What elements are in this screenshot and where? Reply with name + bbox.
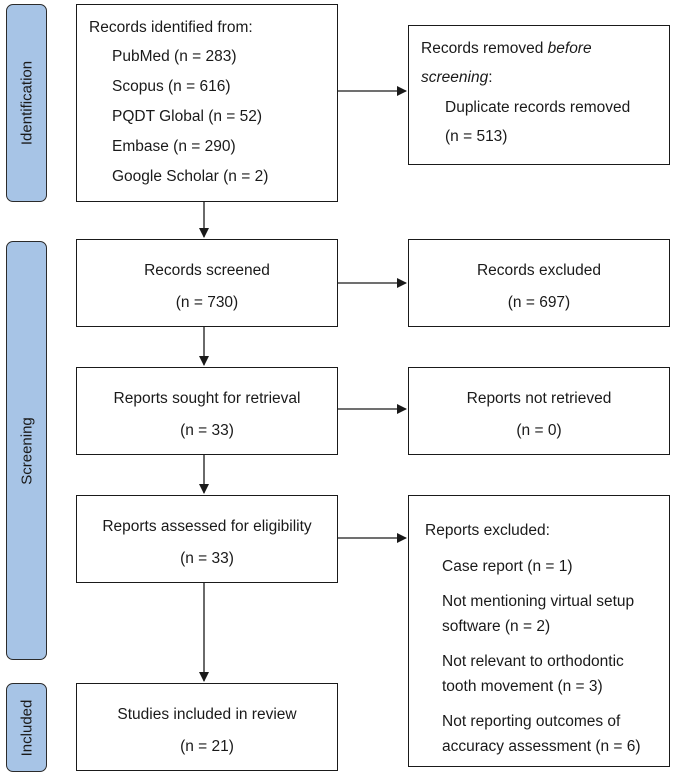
records-screened-title: Records screened: [144, 262, 270, 279]
reports-assessed-count: (n = 33): [180, 550, 234, 567]
records-screened-count: (n = 730): [175, 294, 239, 311]
exclusion-tooth-movement-2: tooth movement (n = 3): [442, 678, 603, 695]
exclusion-accuracy-1: Not reporting outcomes of: [442, 713, 621, 730]
records-identified-title: Records identified from:: [89, 19, 253, 36]
reports-assessed-title: Reports assessed for eligibility: [102, 518, 312, 535]
records-excluded-box: Records excluded (n = 697): [408, 239, 670, 327]
phase-screening: Screening: [6, 241, 47, 660]
source-pubmed: PubMed (n = 283): [112, 48, 237, 65]
exclusion-case-report: Case report (n = 1): [442, 558, 573, 575]
reports-sought-title: Reports sought for retrieval: [113, 390, 301, 407]
exclusion-tooth-movement-1: Not relevant to orthodontic: [442, 653, 624, 670]
records-screened-box: Records screened (n = 730): [76, 239, 338, 327]
records-removed-line2: screening:: [421, 69, 493, 86]
records-identified-box: Records identified from: PubMed (n = 283…: [76, 4, 338, 202]
records-removed-box: Records removed before screening: Duplic…: [408, 25, 670, 165]
source-pqdt-global: PQDT Global (n = 52): [112, 108, 263, 125]
studies-included-box: Studies included in review (n = 21): [76, 683, 338, 771]
exclusion-virtual-setup-2: software (n = 2): [442, 618, 551, 635]
phase-identification: Identification: [6, 4, 47, 202]
source-scopus: Scopus (n = 616): [112, 78, 231, 95]
records-removed-line1: Records removed before: [421, 40, 592, 57]
source-google-scholar: Google Scholar (n = 2): [112, 168, 269, 185]
reports-assessed-box: Reports assessed for eligibility (n = 33…: [76, 495, 338, 583]
reports-sought-box: Reports sought for retrieval (n = 33): [76, 367, 338, 455]
records-excluded-title: Records excluded: [476, 262, 602, 279]
source-embase: Embase (n = 290): [112, 138, 236, 155]
reports-sought-count: (n = 33): [180, 422, 234, 439]
reports-excluded-box: Reports excluded: Case report (n = 1) No…: [408, 495, 670, 767]
duplicate-records-count: (n = 513): [445, 128, 508, 145]
phase-included: Included: [6, 683, 47, 772]
exclusion-accuracy-2: accuracy assessment (n = 6): [442, 738, 641, 755]
studies-included-title: Studies included in review: [117, 706, 297, 723]
reports-not-retrieved-title: Reports not retrieved: [466, 390, 612, 407]
reports-not-retrieved-count: (n = 0): [516, 422, 562, 439]
studies-included-count: (n = 21): [180, 738, 234, 755]
reports-not-retrieved-box: Reports not retrieved (n = 0): [408, 367, 670, 455]
exclusion-virtual-setup-1: Not mentioning virtual setup: [442, 593, 635, 610]
reports-excluded-title: Reports excluded:: [425, 522, 550, 539]
records-excluded-count: (n = 697): [507, 294, 571, 311]
duplicate-records-label: Duplicate records removed: [445, 99, 631, 116]
